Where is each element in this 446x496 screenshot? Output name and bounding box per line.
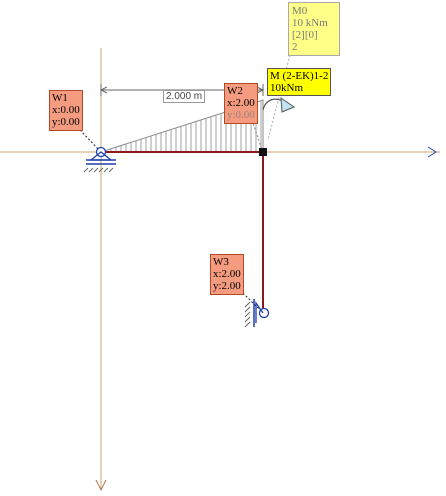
load-preview-line2: 10 kNm <box>292 17 328 29</box>
node-label-w3[interactable]: W3 x:2.00 y:2.00 <box>210 254 244 295</box>
node-label-w2[interactable]: W2 x:2.00 y:0.00 <box>224 83 258 124</box>
load-preview-line3: [2][0] <box>292 29 318 41</box>
y-axis-arrow-icon <box>95 479 107 492</box>
rigid-joint-icon[interactable] <box>259 148 267 156</box>
node-label-w1[interactable]: W1 x:0.00 y:0.00 <box>49 90 83 131</box>
leader-line-w1 <box>79 129 101 152</box>
leader-line-w3 <box>242 292 263 313</box>
node-y-w3: y:2.00 <box>213 280 241 292</box>
node-x-w1: x:0.00 <box>52 104 80 116</box>
node-y-w1: y:0.00 <box>52 116 80 128</box>
dimension-label: 2.000 m <box>163 90 206 103</box>
node-y-w2: y:0.00 <box>227 109 255 121</box>
moment-load-name: M (2-EK)1-2 <box>270 70 329 82</box>
node-id-w1: W1 <box>52 92 68 104</box>
load-preview-line4: 2 <box>292 41 298 53</box>
load-preview-tooltip: M0 10 kNm [2][0] 2 <box>288 2 340 56</box>
moment-arrow-icon[interactable] <box>262 96 296 113</box>
roller-support-icon[interactable] <box>244 299 270 328</box>
moment-load-label[interactable]: M (2-EK)1-2 10kNm <box>267 68 332 96</box>
node-id-w2: W2 <box>227 85 243 97</box>
x-axis-arrow-icon <box>427 146 437 158</box>
moment-load-value: 10kNm <box>270 82 303 94</box>
load-preview-line1: M0 <box>292 5 308 17</box>
node-x-w2: x:2.00 <box>227 97 255 109</box>
leader-line-w2 <box>251 119 263 151</box>
node-id-w3: W3 <box>213 256 229 268</box>
leader-line-preview <box>267 54 291 141</box>
pin-support-icon[interactable] <box>83 146 116 173</box>
node-x-w3: x:2.00 <box>213 268 241 280</box>
